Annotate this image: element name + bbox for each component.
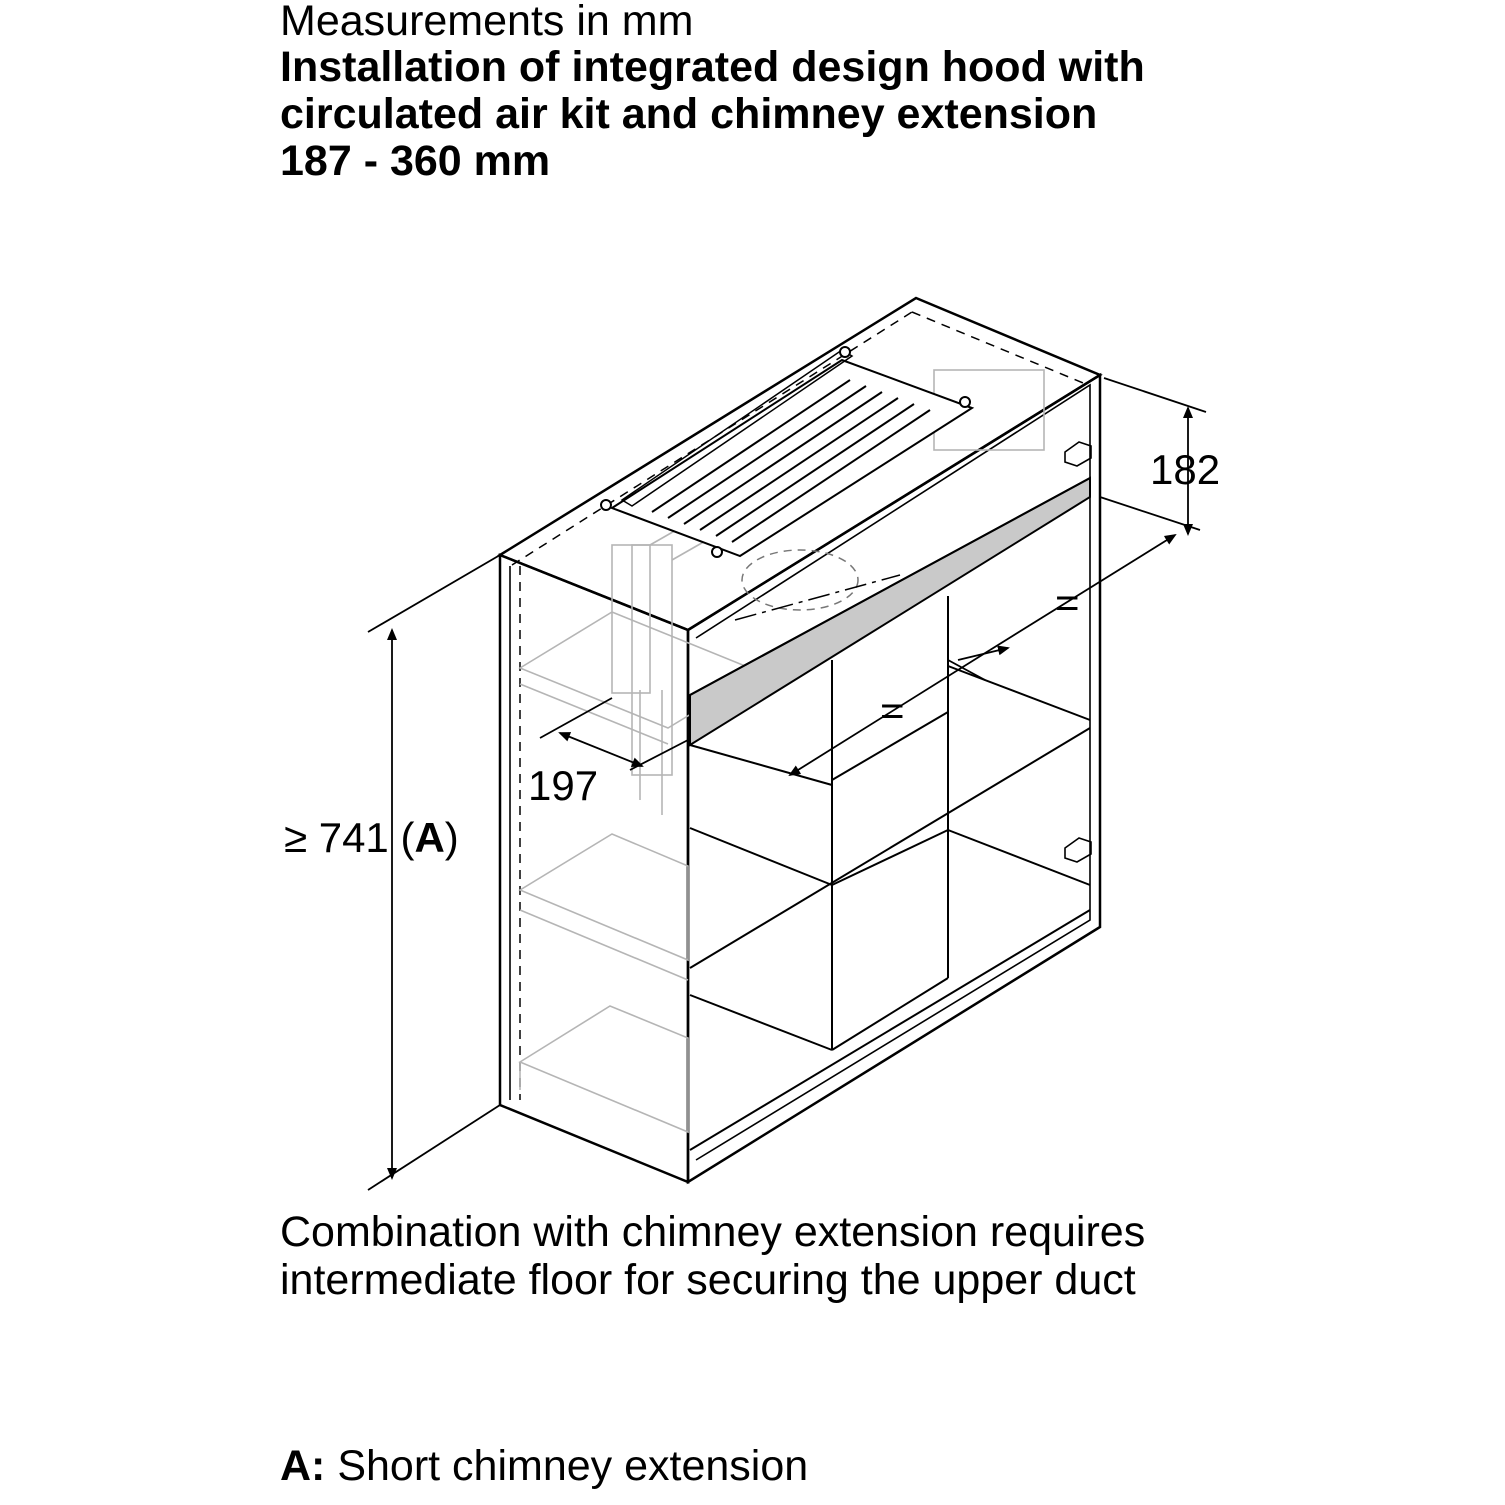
note-line-1: Combination with chimney extension requi… [280, 1208, 1146, 1256]
legend: A: Short chimney extension [280, 1442, 808, 1490]
height-dimension [367, 554, 501, 1191]
cabinet-front [686, 372, 1102, 1185]
installation-note: Combination with chimney extension requi… [280, 1208, 1145, 1304]
measurements-unit-label: Measurements in mm [280, 0, 694, 45]
cabinet-outline [497, 296, 1103, 1185]
depth-dimension [539, 697, 689, 771]
note-line-2: intermediate floor for securing the uppe… [280, 1256, 1136, 1304]
top-offset-label: 182 [1150, 446, 1220, 493]
lower-shelf-ghost [518, 833, 689, 962]
equal-label-left: = [880, 687, 905, 734]
legend-text: Short chimney extension [337, 1442, 809, 1490]
hinge-icon [1064, 441, 1092, 467]
shelving-grid [689, 596, 1091, 1151]
cabinet-left-side [498, 553, 690, 1184]
height-label: ≥ 741 (A) [284, 814, 459, 861]
equal-label-right: = [1055, 579, 1080, 626]
installation-title: Installation of integrated design hood w… [280, 44, 1145, 185]
top-offset-dimension [1099, 377, 1207, 536]
height-ref-a: A [414, 814, 444, 861]
legend-key: A: [280, 1442, 326, 1490]
centerline-detail [734, 549, 901, 621]
hinge-icon [1064, 837, 1092, 863]
hood-panel [689, 476, 1091, 747]
title-line-3: 187 - 360 mm [280, 137, 551, 185]
door-hinges [1064, 441, 1092, 863]
title-line-2: circulated air kit and chimney extension [280, 90, 1098, 138]
equal-spacing-dimension [788, 533, 1177, 777]
hidden-edges [511, 311, 1089, 1100]
depth-label: 197 [528, 762, 598, 809]
title-line-1: Installation of integrated design hood w… [280, 43, 1145, 91]
hood-grille [600, 346, 975, 558]
bottom-drawer-ghost [518, 1005, 689, 1134]
